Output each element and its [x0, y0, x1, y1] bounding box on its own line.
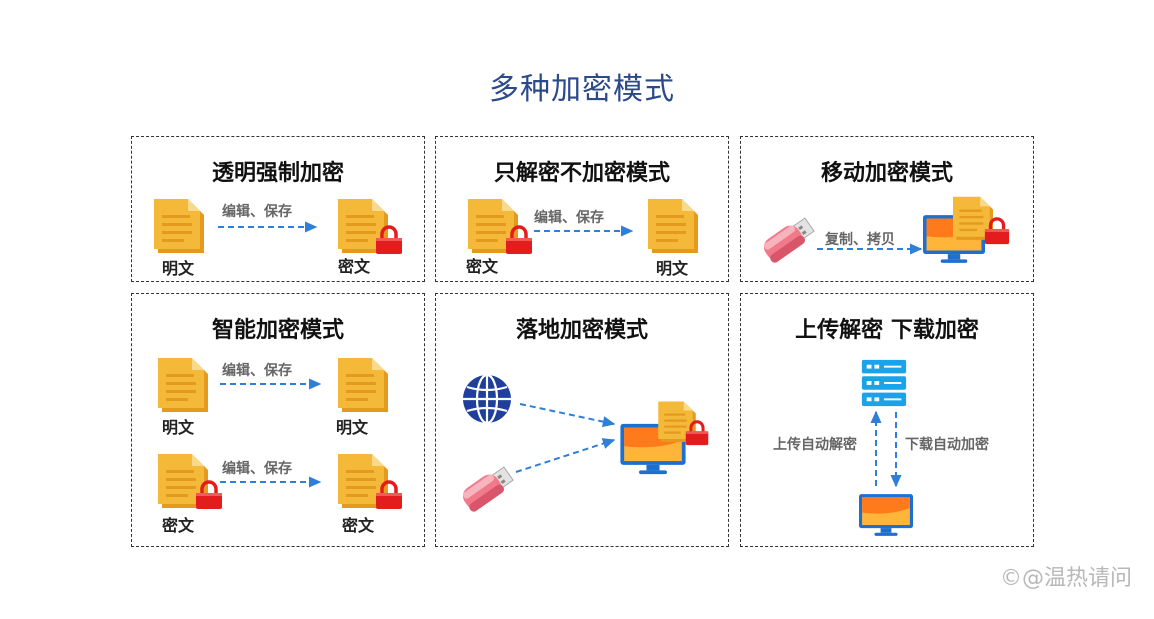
lock-icon	[504, 225, 534, 255]
panel-transparent-encryption: 透明强制加密 明文 编辑、保存 密文	[131, 136, 425, 282]
panel-decrypt-only: 只解密不加密模式 密文 编辑、保存 明文	[435, 136, 729, 282]
upload-label: 上传自动解密	[773, 437, 857, 453]
document-icon	[154, 197, 204, 253]
document-icon	[338, 356, 388, 412]
dashed-arrow	[870, 410, 902, 488]
plaintext-label: 明文	[162, 418, 195, 437]
dashed-arrow	[534, 225, 634, 237]
arrow-label: 编辑、保存	[222, 461, 292, 477]
dashed-arrow	[220, 378, 322, 390]
document-icon	[158, 356, 208, 412]
plaintext-label: 明文	[162, 259, 195, 278]
arrow-label: 编辑、保存	[222, 363, 292, 379]
plaintext-label: 明文	[336, 418, 369, 437]
document-icon	[648, 197, 698, 253]
panel-landing-encryption: 落地加密模式	[435, 293, 729, 547]
dashed-arrow	[515, 403, 616, 473]
panel-title: 智能加密模式	[211, 318, 344, 343]
panel-title: 落地加密模式	[515, 318, 648, 343]
lock-icon	[374, 480, 404, 510]
lock-icon	[983, 217, 1011, 245]
lock-icon	[374, 225, 404, 255]
panel-mobile-encryption: 移动加密模式 复制、拷贝	[740, 136, 1034, 282]
ciphertext-label: 密文	[342, 516, 375, 535]
panel-title: 上传解密 下载加密	[795, 318, 979, 343]
panel-upload-download: 上传解密 下载加密 上传自动解密 下载自动加密	[740, 293, 1034, 547]
dashed-arrow	[218, 221, 318, 233]
dashed-arrow	[220, 476, 322, 488]
watermark: ©@温热请问	[999, 566, 1132, 591]
ciphertext-label: 密文	[162, 516, 195, 535]
panel-title: 移动加密模式	[820, 161, 953, 186]
monitor-icon	[859, 492, 913, 538]
arrow-label: 编辑、保存	[222, 204, 292, 220]
arrow-label: 复制、拷贝	[825, 232, 895, 248]
panel-smart-encryption: 智能加密模式 明文 编辑、保存 明文 密文 编辑、保存 密文	[131, 293, 425, 547]
page-title: 多种加密模式	[489, 72, 675, 107]
lock-icon	[684, 420, 710, 446]
arrow-label: 编辑、保存	[534, 210, 604, 226]
ciphertext-label: 密文	[466, 257, 499, 276]
ciphertext-label: 密文	[338, 257, 371, 276]
plaintext-label: 明文	[656, 259, 689, 278]
download-label: 下载自动加密	[905, 437, 989, 453]
usb-drive-icon	[761, 215, 821, 265]
dashed-arrow	[817, 243, 923, 255]
panel-title: 透明强制加密	[211, 161, 344, 186]
panel-title: 只解密不加密模式	[493, 161, 670, 186]
